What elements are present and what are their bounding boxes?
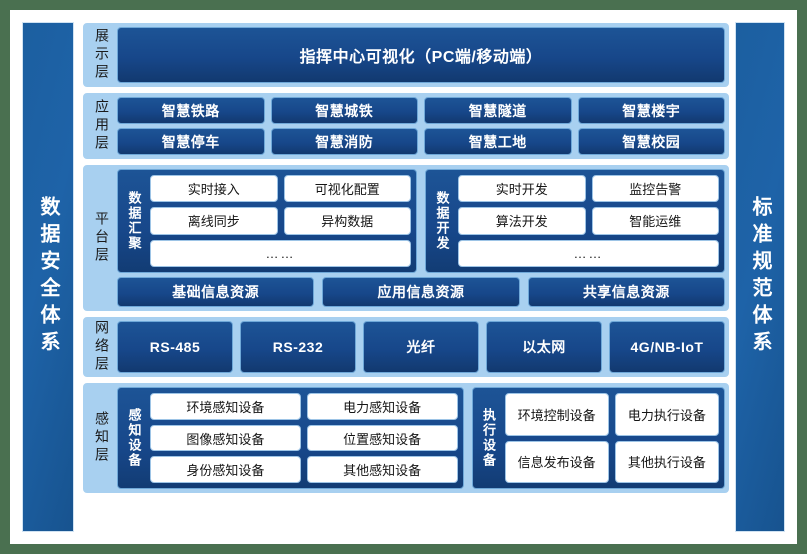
- sensing-group-actuators-label-wrap: 执行设备: [478, 393, 500, 483]
- layer-sensing-label: 感知层: [94, 411, 110, 465]
- application-row-1: 智慧铁路 智慧城铁 智慧隧道 智慧楼宇: [117, 97, 725, 124]
- aggregation-row-3: ……: [150, 239, 411, 267]
- layer-network-label: 网络层: [94, 320, 110, 374]
- platform-group-aggregation-grid: 实时接入 可视化配置 离线同步 异构数据 ……: [150, 175, 411, 267]
- sensing-group-sensors-grid: 环境感知设备 电力感知设备 图像感知设备 位置感知设备 身份感知设备 其他感知设…: [150, 393, 458, 484]
- layer-network-body: RS-485 RS-232 光纤 以太网 4G/NB-IoT: [117, 321, 725, 373]
- development-item-realtime-dev[interactable]: 实时开发: [458, 175, 586, 203]
- development-item-monitor-alarm[interactable]: 监控告警: [591, 175, 719, 203]
- sensor-item-environment[interactable]: 环境感知设备: [150, 393, 301, 420]
- aggregation-item-more[interactable]: ……: [150, 239, 411, 267]
- diagram-frame: 数据安全体系 标准规范体系 展示层 指挥中心可视化（PC端/移动端） 应用层: [10, 10, 797, 544]
- layer-sensing-label-wrap: 感知层: [87, 387, 117, 489]
- sensor-item-other[interactable]: 其他感知设备: [306, 456, 458, 484]
- development-row-3: ……: [458, 239, 719, 267]
- sensing-group-actuators-label: 执行设备: [481, 408, 497, 468]
- layer-presentation: 展示层 指挥中心可视化（PC端/移动端）: [82, 22, 730, 88]
- sensor-item-power[interactable]: 电力感知设备: [306, 393, 458, 420]
- platform-group-development-grid: 实时开发 监控告警 算法开发 智能运维 ……: [458, 175, 719, 267]
- platform-group-aggregation-label: 数据汇聚: [126, 191, 142, 251]
- sensing-group-sensors-label-wrap: 感知设备: [123, 393, 145, 483]
- development-row-2: 算法开发 智能运维: [458, 207, 719, 235]
- layer-network: 网络层 RS-485 RS-232 光纤 以太网 4G/NB-IoT: [82, 316, 730, 378]
- sensor-item-image[interactable]: 图像感知设备: [150, 424, 301, 452]
- app-item-smart-firefighting[interactable]: 智慧消防: [270, 128, 418, 155]
- platform-group-development-label: 数据开发: [434, 191, 450, 251]
- platform-groups: 数据汇聚 实时接入 可视化配置 离线同步 异构数据: [117, 169, 725, 273]
- app-item-smart-metro[interactable]: 智慧城铁: [270, 97, 418, 124]
- aggregation-item-offline-sync[interactable]: 离线同步: [150, 207, 278, 235]
- layer-platform-label: 平台层: [94, 211, 110, 265]
- layer-presentation-body: 指挥中心可视化（PC端/移动端）: [117, 27, 725, 83]
- app-item-smart-construction-site[interactable]: 智慧工地: [424, 128, 572, 155]
- actuator-item-info-publishing[interactable]: 信息发布设备: [504, 440, 609, 483]
- sensing-group-actuators-grid: 环境控制设备 电力执行设备 信息发布设备 其他执行设备: [504, 393, 720, 483]
- platform-group-development-label-wrap: 数据开发: [431, 175, 453, 267]
- platform-group-data-development: 数据开发 实时开发 监控告警 算法开发 智能运维: [425, 169, 725, 273]
- network-item-fiber[interactable]: 光纤: [363, 321, 479, 373]
- network-item-ethernet[interactable]: 以太网: [486, 321, 602, 373]
- network-item-rs485[interactable]: RS-485: [117, 321, 233, 373]
- app-item-smart-building[interactable]: 智慧楼宇: [577, 97, 725, 124]
- actuator-item-environment-control[interactable]: 环境控制设备: [504, 393, 609, 436]
- resource-item-shared-info[interactable]: 共享信息资源: [527, 277, 725, 307]
- network-row: RS-485 RS-232 光纤 以太网 4G/NB-IoT: [117, 321, 725, 373]
- sensor-item-position[interactable]: 位置感知设备: [306, 424, 458, 452]
- layer-application-label-wrap: 应用层: [87, 97, 117, 155]
- layer-presentation-label: 展示层: [94, 28, 110, 82]
- aggregation-item-heterogeneous-data[interactable]: 异构数据: [283, 207, 411, 235]
- development-item-algorithm-dev[interactable]: 算法开发: [458, 207, 586, 235]
- network-item-4g-nbiot[interactable]: 4G/NB-IoT: [609, 321, 725, 373]
- platform-resources-row: 基础信息资源 应用信息资源 共享信息资源: [117, 277, 725, 307]
- actuator-item-other[interactable]: 其他执行设备: [614, 440, 720, 483]
- sensors-row-3: 身份感知设备 其他感知设备: [150, 456, 458, 484]
- presentation-banner[interactable]: 指挥中心可视化（PC端/移动端）: [117, 27, 725, 83]
- right-pillar-standards: 标准规范体系: [735, 22, 785, 532]
- aggregation-item-visual-config[interactable]: 可视化配置: [283, 175, 411, 203]
- layer-platform: 平台层 数据汇聚 实时接入 可视化配置: [82, 164, 730, 312]
- sensors-row-2: 图像感知设备 位置感知设备: [150, 424, 458, 452]
- left-pillar-label: 数据安全体系: [37, 196, 59, 358]
- actuator-item-power-execution[interactable]: 电力执行设备: [614, 393, 720, 436]
- layer-sensing: 感知层 感知设备 环境感知设备 电力感知设备: [82, 382, 730, 494]
- app-item-smart-parking[interactable]: 智慧停车: [117, 128, 265, 155]
- right-pillar-label: 标准规范体系: [749, 196, 771, 358]
- layer-stack: 展示层 指挥中心可视化（PC端/移动端） 应用层 智慧铁路 智慧城铁 智慧隧道 …: [82, 22, 730, 532]
- sensing-group-actuators: 执行设备 环境控制设备 电力执行设备 信息发布设备 其他执行设备: [471, 387, 725, 489]
- layer-presentation-label-wrap: 展示层: [87, 27, 117, 83]
- layer-application: 应用层 智慧铁路 智慧城铁 智慧隧道 智慧楼宇 智慧停车 智慧消防 智慧工地 智…: [82, 92, 730, 160]
- sensing-group-sensors-label: 感知设备: [126, 408, 142, 468]
- resource-item-basic-info[interactable]: 基础信息资源: [117, 277, 315, 307]
- resource-item-application-info[interactable]: 应用信息资源: [322, 277, 520, 307]
- platform-group-data-aggregation: 数据汇聚 实时接入 可视化配置 离线同步 异构数据: [117, 169, 417, 273]
- application-row-2: 智慧停车 智慧消防 智慧工地 智慧校园: [117, 128, 725, 155]
- aggregation-row-2: 离线同步 异构数据: [150, 207, 411, 235]
- app-item-smart-tunnel[interactable]: 智慧隧道: [424, 97, 572, 124]
- aggregation-row-1: 实时接入 可视化配置: [150, 175, 411, 203]
- layer-application-body: 智慧铁路 智慧城铁 智慧隧道 智慧楼宇 智慧停车 智慧消防 智慧工地 智慧校园: [117, 97, 725, 155]
- layer-platform-label-wrap: 平台层: [87, 169, 117, 307]
- network-item-rs232[interactable]: RS-232: [240, 321, 356, 373]
- actuators-row-1: 环境控制设备 电力执行设备: [504, 393, 720, 436]
- sensing-groups: 感知设备 环境感知设备 电力感知设备 图像感知设备 位置感知设备: [117, 387, 725, 489]
- platform-group-aggregation-label-wrap: 数据汇聚: [123, 175, 145, 267]
- left-pillar-data-security: 数据安全体系: [22, 22, 74, 532]
- actuators-row-2: 信息发布设备 其他执行设备: [504, 440, 720, 483]
- sensor-item-identity[interactable]: 身份感知设备: [150, 456, 301, 484]
- development-item-more[interactable]: ……: [458, 239, 719, 267]
- layer-platform-body: 数据汇聚 实时接入 可视化配置 离线同步 异构数据: [117, 169, 725, 307]
- sensing-group-sensors: 感知设备 环境感知设备 电力感知设备 图像感知设备 位置感知设备: [117, 387, 464, 489]
- sensors-row-1: 环境感知设备 电力感知设备: [150, 393, 458, 420]
- app-item-smart-campus[interactable]: 智慧校园: [577, 128, 725, 155]
- development-item-intelligent-ops[interactable]: 智能运维: [591, 207, 719, 235]
- layer-network-label-wrap: 网络层: [87, 320, 117, 374]
- layer-sensing-body: 感知设备 环境感知设备 电力感知设备 图像感知设备 位置感知设备: [117, 387, 725, 489]
- app-item-smart-railway[interactable]: 智慧铁路: [117, 97, 265, 124]
- development-row-1: 实时开发 监控告警: [458, 175, 719, 203]
- layer-application-label: 应用层: [94, 99, 110, 153]
- aggregation-item-realtime-ingest[interactable]: 实时接入: [150, 175, 278, 203]
